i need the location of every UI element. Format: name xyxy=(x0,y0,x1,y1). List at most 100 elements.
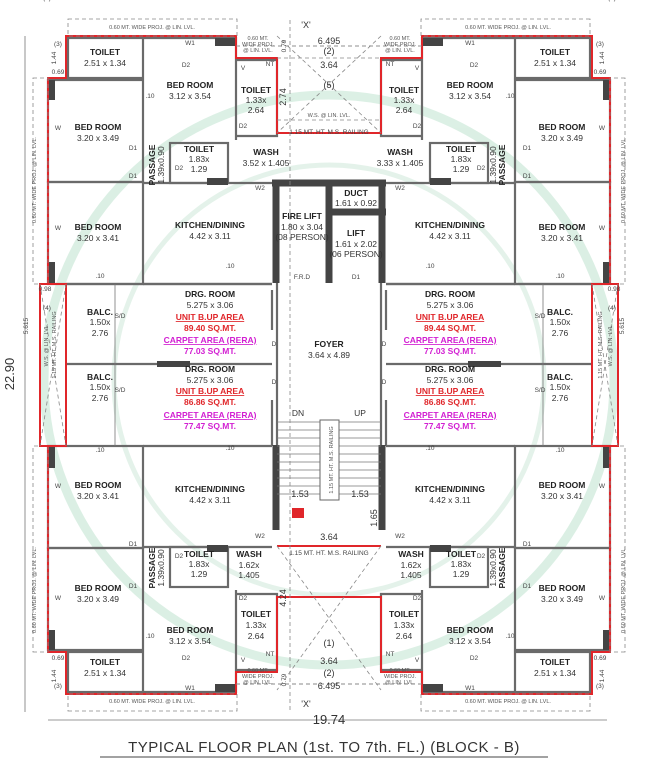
tag-thk: .10 xyxy=(505,633,514,640)
bottom-right-wash-size2: 1.405 xyxy=(400,570,422,580)
core-lift-size: 1.61 x 2.02 xyxy=(335,239,377,249)
top-left-balcony-size1: 1.50x xyxy=(90,317,112,327)
proj-note-3: @ LIN. LVL. xyxy=(243,680,273,686)
tag-thk: .10 xyxy=(145,93,154,100)
top-left-bed-room-c-name: BED ROOM xyxy=(75,222,122,232)
proj-note-2: WIDE PROJ. xyxy=(384,674,417,680)
top-left-kitchen-name: KITCHEN/DINING xyxy=(175,220,245,230)
tag-thk: .10 xyxy=(225,263,234,270)
core-fire-lift-name: FIRE LIFT xyxy=(282,211,322,221)
top-right-bed-room-b-size: 3.20 x 3.49 xyxy=(541,133,583,143)
bottom-right-bed-room-b-size: 3.20 x 3.49 xyxy=(541,594,583,604)
bottom-left-bed-room-c-name: BED ROOM xyxy=(75,480,122,490)
bottom-left-balcony-name: BALC. xyxy=(87,372,113,382)
bottom-right-drg-room-size: 5.275 x 3.06 xyxy=(427,375,474,385)
bottom-right-carpet-label: CARPET AREA (RERA) xyxy=(404,410,497,420)
balcony-label: (4) xyxy=(43,305,51,312)
bottom-right-bed-room-b-name: BED ROOM xyxy=(539,583,586,593)
bottom-right-balcony-name: BALC. xyxy=(547,372,573,382)
bottom-left-wash-size2: 1.405 xyxy=(238,570,260,580)
top-left-carpet-value: 77.03 SQ.MT. xyxy=(184,346,236,356)
tag-w1: W1 xyxy=(185,40,195,47)
tag-d1: D1 xyxy=(523,583,532,590)
corner-label: (3) xyxy=(54,41,62,48)
bottom-right-toilet-b-name: TOILET xyxy=(389,609,420,619)
dimensions-section-marker: 'X' xyxy=(301,699,311,709)
tag-d2: D2 xyxy=(413,123,422,130)
bottom-left-carpet-label: CARPET AREA (RERA) xyxy=(164,410,257,420)
overall-depth-dim: 22.90 xyxy=(2,358,17,391)
top-right-toilet-b-size2: 2.64 xyxy=(396,105,413,115)
tag-d2: D2 xyxy=(413,595,422,602)
bottom-right-kitchen-name: KITCHEN/DINING xyxy=(415,484,485,494)
tag-w2: W2 xyxy=(395,533,405,540)
top-depth-dim: 2.74 xyxy=(278,88,288,106)
top-left-balcony-name: BALC. xyxy=(87,307,113,317)
corner-offset: 0.69 xyxy=(594,69,607,76)
bottom-left-kitchen-name: KITCHEN/DINING xyxy=(175,484,245,494)
tag-v: V xyxy=(241,657,246,664)
door-tag: D xyxy=(382,379,387,386)
top-left-toilet-c-size1: 1.83x xyxy=(189,154,211,164)
bottom-right-toilet-a-size: 2.51 x 1.34 xyxy=(534,668,576,678)
bottom-right-bed-room-c-name: BED ROOM xyxy=(539,480,586,490)
top-left-toilet-a-size: 2.51 x 1.34 xyxy=(84,58,126,68)
notes-ws: W.S. @ LIN. LVL. xyxy=(308,113,351,119)
tag-d2: D2 xyxy=(175,165,184,172)
corner-label: (3) xyxy=(54,683,62,690)
top-right-bed-room-b-name: BED ROOM xyxy=(539,122,586,132)
bottom-left-toilet-c-size1: 1.83x xyxy=(189,559,211,569)
top-right-toilet-c-size1: 1.83x xyxy=(451,154,473,164)
core-lift-capacity: (06 PERSON) xyxy=(329,249,383,259)
top-left-carpet-label: CARPET AREA (RERA) xyxy=(164,335,257,345)
dimensions-top-open-label: (5) xyxy=(324,80,335,90)
top-left-toilet-b-size2: 2.64 xyxy=(248,105,265,115)
tag-w2: W2 xyxy=(395,185,405,192)
tag-w1: W1 xyxy=(185,685,195,692)
bottom-right-toilet-c-size1: 1.83x xyxy=(451,559,473,569)
top-left-bed-room-c-size: 3.20 x 3.41 xyxy=(77,233,119,243)
bottom-left-carpet-value: 77.47 SQ.MT. xyxy=(184,421,236,431)
tag-nt: NT xyxy=(266,61,275,68)
bottom-right-kitchen-size: 4.42 x 3.11 xyxy=(429,495,471,505)
bottom-left-toilet-a-size: 2.51 x 1.34 xyxy=(84,668,126,678)
tag-d2: D2 xyxy=(182,655,191,662)
top-left-wash-size: 3.52 x 1.405 xyxy=(243,158,290,168)
tag-w: W xyxy=(55,225,62,232)
tag-thk: .10 xyxy=(95,273,104,280)
top-right-bed-room-a-size: 3.12 x 3.54 xyxy=(449,91,491,101)
top-right-passage-name: PASSAGE xyxy=(497,144,507,185)
bottom-right-wash-name: WASH xyxy=(398,549,424,559)
balcony-label: (4) xyxy=(43,0,51,2)
bottom-left-toilet-b-size2: 2.64 xyxy=(248,631,265,641)
top-left-toilet-b-size1: 1.33x xyxy=(246,95,268,105)
bottom-left-toilet-b-name: TOILET xyxy=(241,609,272,619)
dimensions-top-open-inner: 3.64 xyxy=(320,60,338,70)
bottom-right-toilet-c-size2: 1.29 xyxy=(453,569,470,579)
bottom-left-bed-room-b-name: BED ROOM xyxy=(75,583,122,593)
door-tag: D xyxy=(272,341,277,348)
notes-railing: 1.15 MT. HT. M.S. RAILING xyxy=(289,129,368,136)
bottom-right-wash-size: 1.62x xyxy=(401,560,423,570)
core-fire-lift-size: 1.80 x 3.04 xyxy=(281,222,323,232)
tag-w: W xyxy=(599,125,606,132)
door-tag: D xyxy=(382,341,387,348)
tag-d2: D2 xyxy=(239,595,248,602)
core-duct-name: DUCT xyxy=(344,188,368,198)
dimensions-stair-total: 3.64 xyxy=(320,532,338,542)
corner-label: (3) xyxy=(596,41,604,48)
tag-w: W xyxy=(55,595,62,602)
top-left-passage-size: 1.39x0.90 xyxy=(156,146,166,184)
bottom-left-unit-bup-label: UNIT B.UP AREA xyxy=(176,386,244,396)
top-right-toilet-a-size: 2.51 x 1.34 xyxy=(534,58,576,68)
balcony-railing-note: 1.15 MT. HT. M.S. RAILING xyxy=(52,311,58,378)
tag-d1: D1 xyxy=(523,541,532,548)
core-stair-up: UP xyxy=(354,408,366,418)
top-left-passage-name: PASSAGE xyxy=(147,144,157,185)
bottom-left-wash-size: 1.62x xyxy=(239,560,261,570)
top-right-bed-room-a-name: BED ROOM xyxy=(447,80,494,90)
top-proj-depth-dim: 0.79 xyxy=(281,39,288,52)
dimensions-bottom-open-label: (1) xyxy=(324,638,335,648)
core-lift-name: LIFT xyxy=(347,228,366,238)
bottom-left-toilet-c-name: TOILET xyxy=(184,549,215,559)
